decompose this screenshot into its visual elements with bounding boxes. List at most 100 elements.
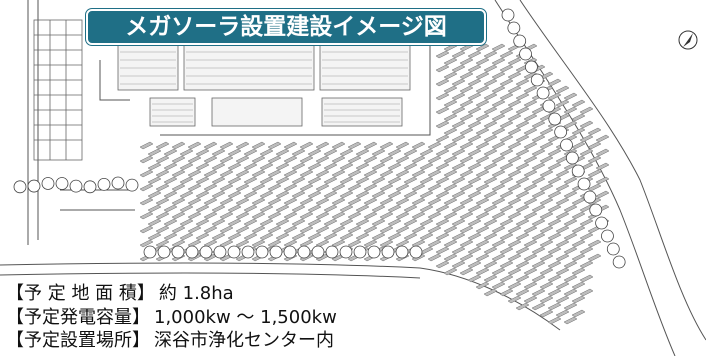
solar-panel: [475, 253, 490, 262]
solar-panel: [443, 197, 458, 206]
solar-panel: [395, 141, 410, 150]
solar-panel: [539, 155, 554, 164]
solar-panel: [467, 120, 482, 129]
solar-panel: [315, 197, 330, 206]
solar-panel: [475, 57, 490, 66]
solar-panel: [531, 232, 546, 241]
solar-panel: [443, 183, 458, 192]
solar-panel: [531, 288, 546, 297]
solar-panel: [323, 148, 338, 157]
tree-icon: [589, 203, 603, 217]
solar-panel: [307, 190, 322, 199]
solar-panel: [563, 176, 578, 185]
solar-panel: [523, 99, 538, 108]
tree-icon: [255, 245, 269, 259]
solar-panel: [491, 253, 506, 262]
solar-panel: [523, 183, 538, 192]
solar-panel: [379, 211, 394, 220]
solar-panel: [435, 92, 450, 101]
solar-panel: [507, 239, 522, 248]
solar-panel: [563, 92, 578, 101]
solar-panel: [507, 211, 522, 220]
tree-icon: [157, 245, 171, 259]
solar-panel: [371, 218, 386, 227]
solar-panel: [443, 141, 458, 150]
solar-panel: [267, 141, 282, 150]
solar-panel: [515, 176, 530, 185]
solar-panel: [587, 183, 602, 192]
solar-panel: [243, 162, 258, 171]
solar-panel: [555, 183, 570, 192]
solar-panel: [235, 169, 250, 178]
solar-panel: [539, 183, 554, 192]
solar-panel: [539, 239, 554, 248]
info-row-location: 【予定設置場所】深谷市浄化センター内: [6, 329, 426, 353]
tree-icon: [601, 229, 614, 243]
solar-panel: [547, 302, 562, 311]
solar-panel: [451, 50, 466, 59]
solar-panel: [419, 190, 434, 199]
solar-panel: [571, 99, 586, 108]
solar-panel: [203, 169, 218, 178]
solar-panel: [443, 43, 458, 52]
solar-panel: [587, 141, 602, 150]
solar-panel: [331, 141, 346, 150]
solar-panel: [363, 239, 378, 248]
solar-panel: [467, 134, 482, 143]
solar-panel: [323, 176, 338, 185]
tree-icon: [241, 245, 255, 259]
tree-icon: [548, 112, 562, 126]
solar-panel: [515, 190, 530, 199]
solar-panel: [259, 190, 274, 199]
solar-panel: [235, 155, 250, 164]
solar-panel: [595, 190, 610, 199]
solar-panel: [291, 218, 306, 227]
solar-panel: [227, 148, 242, 157]
solar-panel: [555, 267, 570, 276]
tree-icon: [525, 60, 538, 74]
solar-panel: [163, 204, 178, 213]
solar-panel: [155, 183, 170, 192]
solar-panel: [171, 225, 186, 234]
solar-panel: [475, 43, 490, 52]
solar-panel: [219, 225, 234, 234]
solar-panel: [435, 134, 450, 143]
solar-panel: [259, 232, 274, 241]
solar-panel: [435, 120, 450, 129]
solar-panel: [347, 197, 362, 206]
solar-panel: [171, 211, 186, 220]
solar-panel: [451, 92, 466, 101]
solar-panel: [147, 148, 162, 157]
solar-panel: [547, 288, 562, 297]
tree-icon: [395, 245, 409, 259]
solar-panel: [515, 162, 530, 171]
solar-panel: [571, 267, 586, 276]
tree-icon: [530, 73, 544, 87]
solar-panel: [507, 267, 522, 276]
solar-panel: [547, 232, 562, 241]
solar-panel: [515, 260, 530, 269]
solar-panel: [427, 197, 442, 206]
solar-panel: [451, 120, 466, 129]
solar-panel: [419, 162, 434, 171]
solar-panel: [331, 183, 346, 192]
solar-panel: [499, 232, 514, 241]
solar-panel: [443, 211, 458, 220]
solar-panel: [507, 183, 522, 192]
solar-panel: [427, 155, 442, 164]
tree-icon: [283, 245, 297, 259]
tree-icon: [501, 8, 515, 22]
solar-panel: [547, 176, 562, 185]
solar-panel: [355, 232, 370, 241]
solar-panel: [195, 218, 210, 227]
solar-panel: [499, 176, 514, 185]
solar-panel: [235, 197, 250, 206]
solar-panel: [491, 267, 506, 276]
solar-panel: [347, 225, 362, 234]
solar-panel: [395, 239, 410, 248]
solar-panel: [339, 218, 354, 227]
solar-panel: [435, 232, 450, 241]
solar-panel: [467, 78, 482, 87]
solar-panel: [179, 190, 194, 199]
tree-icon: [565, 151, 579, 165]
